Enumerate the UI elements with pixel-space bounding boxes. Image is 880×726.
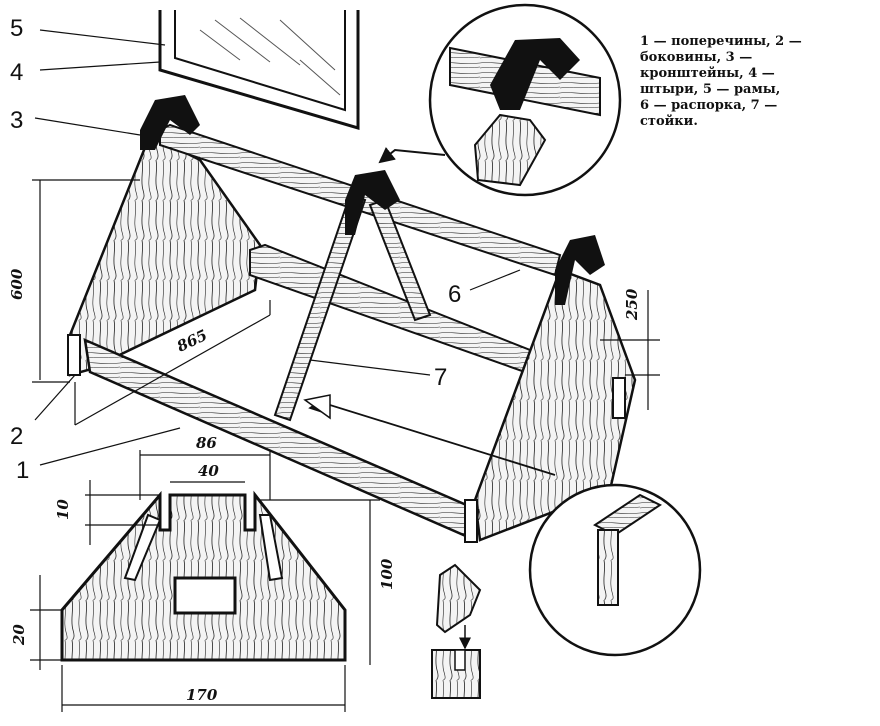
callout-6: 6 bbox=[448, 281, 461, 308]
pins bbox=[67, 334, 626, 543]
brackets bbox=[140, 95, 605, 305]
window-frame bbox=[158, 10, 360, 131]
callout-7: 7 bbox=[434, 364, 447, 391]
legend-line: стойки. bbox=[640, 114, 698, 129]
detail-circle-top bbox=[378, 3, 622, 197]
dim-250: 250 bbox=[623, 288, 641, 321]
dim-600: 600 bbox=[8, 268, 26, 300]
legend-line: штыри, 5 — рамы, bbox=[640, 82, 781, 97]
callout-5: 5 bbox=[10, 15, 23, 42]
callout-2: 2 bbox=[10, 423, 23, 450]
legend-line: 6 — распорка, 7 — bbox=[640, 98, 778, 113]
back-crossbar bbox=[249, 243, 532, 374]
dim-100: 100 bbox=[378, 558, 396, 590]
dim-170: 170 bbox=[186, 686, 218, 704]
dim-10: 10 bbox=[54, 499, 72, 520]
left-side-panel bbox=[68, 133, 262, 377]
pin-slot-detail bbox=[431, 563, 482, 699]
legend-line: кронштейны, 4 — bbox=[640, 66, 775, 81]
dim-20: 20 bbox=[10, 624, 28, 646]
callout-4: 4 bbox=[10, 59, 23, 86]
detail-circle-bottom bbox=[303, 394, 702, 657]
side-panel-profile bbox=[60, 490, 347, 662]
legend-line: боковины, 3 — bbox=[640, 50, 753, 65]
dim-86: 86 bbox=[196, 434, 217, 452]
legend-line: 1 — поперечины, 2 — bbox=[640, 34, 802, 49]
callout-1: 1 bbox=[16, 457, 29, 484]
legend-caption: 1 — поперечины, 2 — боковины, 3 — кроншт… bbox=[640, 34, 836, 130]
front-crossbar bbox=[83, 337, 480, 542]
dim-40: 40 bbox=[198, 462, 219, 480]
dimension-lines bbox=[30, 29, 660, 712]
callout-3: 3 bbox=[10, 107, 23, 134]
